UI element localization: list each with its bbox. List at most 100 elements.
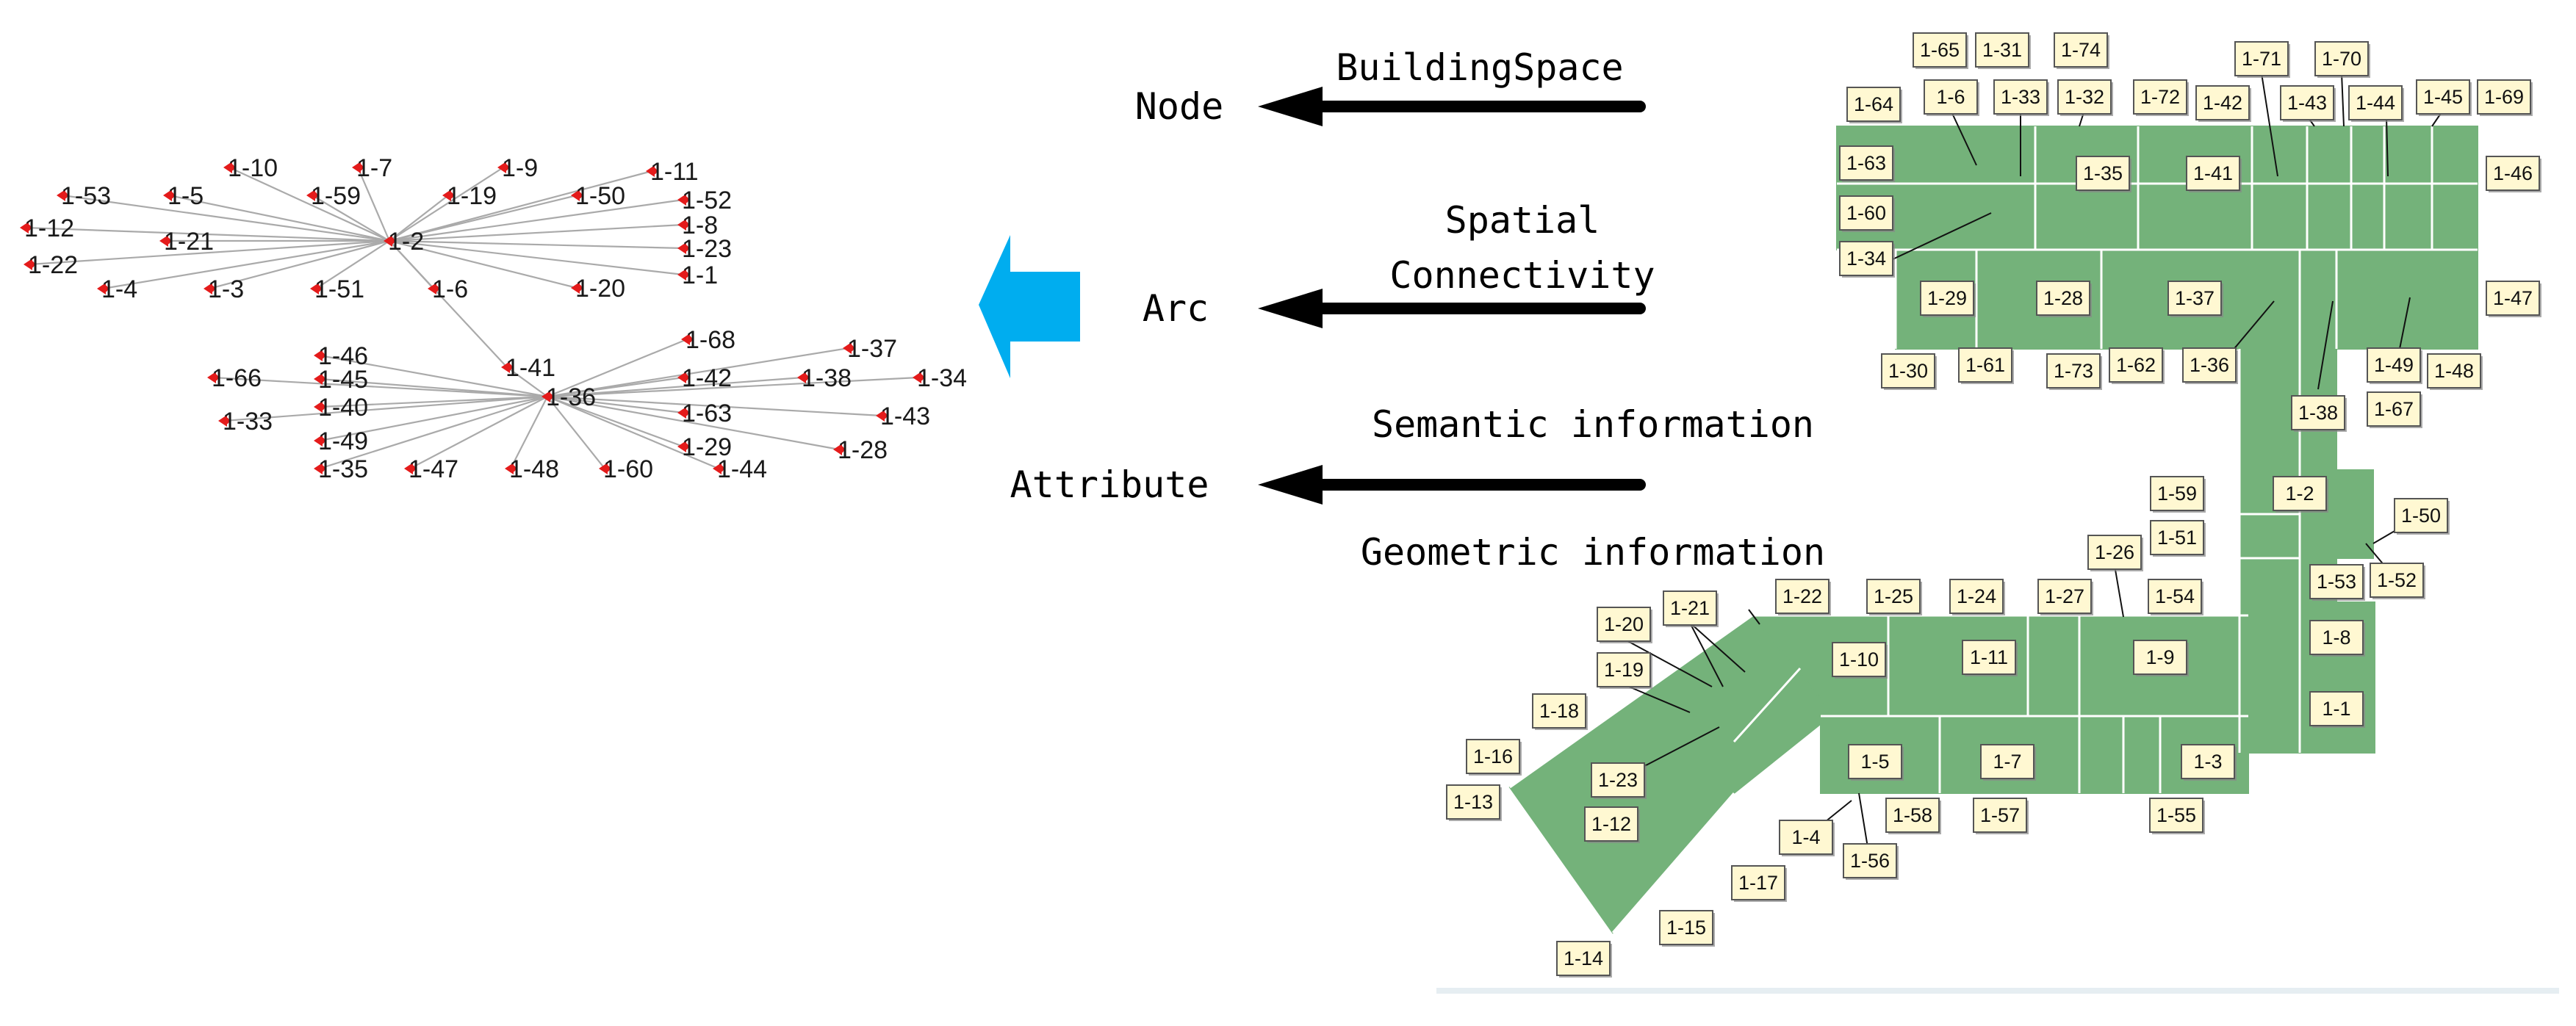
room-label-text: 1-38 bbox=[2298, 402, 2338, 424]
room-label-box bbox=[2273, 476, 2327, 511]
room-label-box bbox=[2150, 476, 2204, 511]
graph-node-1-34-dot bbox=[916, 374, 924, 381]
room-label-text: 1-34 bbox=[1846, 248, 1886, 270]
room-label-text: 1-22 bbox=[1782, 585, 1822, 607]
room-label-1-47: 1-47 bbox=[2486, 281, 2541, 317]
graph-edge-1-7 bbox=[356, 167, 391, 242]
room-label-box bbox=[2486, 156, 2540, 191]
room-label-box bbox=[1839, 145, 1893, 181]
room-label-box bbox=[1881, 353, 1935, 389]
graph-node-1-63: 1-63 bbox=[677, 400, 732, 427]
room-label-text: 1-64 bbox=[1854, 93, 1893, 115]
graph-node-1-44-dot bbox=[716, 465, 724, 472]
graph-hub-1-36-label: 1-36 bbox=[546, 383, 596, 411]
room-label-box bbox=[1866, 579, 1921, 614]
room-label-box bbox=[2057, 79, 2112, 115]
room-label-box bbox=[1597, 607, 1651, 642]
graph-node-1-63-label: 1-63 bbox=[682, 400, 732, 427]
graph-edge-1-20 bbox=[389, 239, 578, 289]
room-label-box bbox=[2291, 395, 2345, 430]
room-label-1-5: 1-5 bbox=[1848, 744, 1904, 781]
graph-node-1-53: 1-53 bbox=[57, 182, 111, 210]
graph-node-1-43: 1-43 bbox=[876, 402, 930, 430]
graph-node-1-37-label: 1-37 bbox=[847, 335, 897, 363]
room-label-box bbox=[2148, 579, 2202, 614]
graph-edge-hub-link bbox=[389, 240, 508, 368]
graph-node-1-59: 1-59 bbox=[306, 182, 361, 210]
room-label-box bbox=[1532, 693, 1586, 729]
graph-node-1-19: 1-19 bbox=[442, 182, 497, 210]
graph-node-1-19-label: 1-19 bbox=[447, 182, 497, 210]
room-label-text: 1-21 bbox=[1670, 597, 1710, 619]
graph-edge-1-43 bbox=[547, 395, 882, 417]
graph-node-1-52-label: 1-52 bbox=[682, 187, 732, 214]
graph-node-1-47-label: 1-47 bbox=[409, 455, 458, 483]
graph-node-1-46-label: 1-46 bbox=[318, 342, 368, 370]
room-label-box bbox=[1659, 910, 1713, 945]
graph-node-1-35-dot bbox=[317, 465, 325, 472]
mapping-legend: NodeBuildingSpaceArcSpatialConnectivityA… bbox=[1010, 46, 1826, 574]
graph-node-1-53-label: 1-53 bbox=[61, 182, 111, 210]
graph-node-1-45-label: 1-45 bbox=[318, 366, 368, 394]
graph-node-1-21-label: 1-21 bbox=[164, 228, 214, 256]
room-label-text: 1-29 bbox=[1927, 287, 1967, 309]
room-label-text: 1-74 bbox=[2061, 39, 2101, 61]
room-label-box bbox=[1466, 739, 1520, 774]
room-label-box bbox=[1832, 642, 1886, 677]
room-label-box bbox=[1993, 79, 2048, 115]
room-label-box bbox=[1846, 87, 1901, 122]
graph-node-1-7-dot bbox=[356, 164, 363, 171]
room-label-box bbox=[2133, 79, 2187, 115]
graph-node-1-33: 1-33 bbox=[218, 408, 273, 436]
room-label-text: 1-6 bbox=[1936, 86, 1965, 108]
room-label-box bbox=[2181, 744, 2235, 779]
room-label-1-10: 1-10 bbox=[1832, 642, 1888, 679]
floor-wall-27 bbox=[1733, 667, 1802, 743]
graph-node-1-50: 1-50 bbox=[571, 182, 625, 210]
graph-node-1-11: 1-11 bbox=[646, 158, 699, 186]
room-label-text: 1-16 bbox=[1473, 745, 1513, 767]
graph-node-1-4: 1-4 bbox=[97, 275, 137, 303]
graph-node-1-38: 1-38 bbox=[797, 364, 852, 392]
room-label-text: 1-17 bbox=[1738, 872, 1778, 894]
graph-node-1-11-dot bbox=[650, 167, 657, 175]
graph-node-1-6-label: 1-6 bbox=[432, 275, 468, 303]
room-label-box bbox=[2149, 798, 2203, 833]
graph-node-1-10: 1-10 bbox=[223, 154, 278, 182]
graph-node-1-51: 1-51 bbox=[310, 275, 364, 303]
room-label-text: 1-3 bbox=[2193, 751, 2222, 773]
room-label-box bbox=[2150, 520, 2204, 555]
room-label-text: 1-71 bbox=[2242, 48, 2281, 70]
room-label-text: 1-33 bbox=[2001, 86, 2040, 108]
room-label-box bbox=[1920, 281, 1974, 316]
graph-edge-1-38 bbox=[547, 376, 804, 398]
room-label-1-14: 1-14 bbox=[1556, 941, 1612, 978]
graph-node-1-29-dot bbox=[681, 443, 688, 450]
room-label-1-21: 1-21 bbox=[1663, 590, 1719, 627]
room-label-1-25: 1-25 bbox=[1866, 579, 1922, 615]
room-label-text: 1-9 bbox=[2145, 646, 2174, 668]
edge-layer bbox=[25, 167, 919, 470]
graph-node-1-33-label: 1-33 bbox=[223, 408, 273, 436]
room-label-box bbox=[2367, 391, 2421, 427]
room-label-box bbox=[2280, 85, 2334, 120]
graph-hub-1-2: 1-2 bbox=[384, 228, 424, 256]
graph-edge-1-19 bbox=[389, 195, 449, 242]
room-label-text: 1-1 bbox=[2322, 698, 2350, 720]
room-label-text: 1-59 bbox=[2157, 483, 2197, 505]
graph-node-1-1-label: 1-1 bbox=[682, 261, 718, 289]
room-label-1-31: 1-31 bbox=[1975, 32, 2031, 69]
room-label-text: 1-27 bbox=[2045, 585, 2084, 607]
room-label-1-54: 1-54 bbox=[2148, 579, 2203, 615]
room-label-1-53: 1-53 bbox=[2309, 564, 2365, 601]
floor-wall-25 bbox=[1509, 614, 1753, 789]
room-label-text: 1-5 bbox=[1860, 751, 1889, 773]
room-label-text: 1-50 bbox=[2401, 505, 2441, 527]
room-label-box bbox=[1913, 32, 1967, 68]
room-label-box bbox=[2036, 281, 2090, 316]
graph-node-1-41-dot bbox=[505, 364, 512, 371]
graph-node-1-5: 1-5 bbox=[163, 182, 204, 210]
graph-node-1-53-dot bbox=[60, 192, 68, 199]
room-label-1-24: 1-24 bbox=[1949, 579, 2005, 615]
room-label-text: 1-23 bbox=[1598, 769, 1638, 791]
